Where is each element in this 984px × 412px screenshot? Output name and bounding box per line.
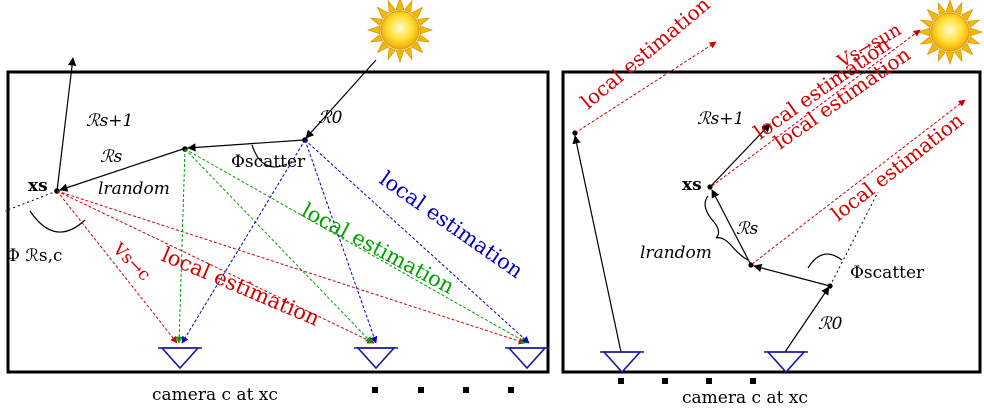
ellipsis-dot	[372, 387, 378, 393]
phi-scatter-arc	[251, 144, 288, 168]
left-panel: ℛs+1 ℛ0 ℛs Φscatter xs lrandom Φ ℛs,c Vs…	[4, 0, 550, 405]
ellipsis-dot	[463, 387, 469, 393]
direction-continuation	[4, 190, 58, 212]
phi-scatter-arc	[807, 253, 843, 269]
ray-l-random	[59, 148, 184, 192]
label-local-estimation-red: local estimation	[158, 243, 323, 331]
camera-icon	[353, 347, 399, 369]
label-l-random: lrandom	[640, 243, 712, 263]
ray-rs	[753, 263, 831, 287]
label-rs: ℛs	[736, 219, 759, 239]
ray-l-random	[711, 189, 752, 266]
ray-rs-next	[709, 123, 771, 188]
red-estimation-line-1	[56, 190, 178, 344]
ray-r0	[784, 286, 830, 353]
sun-icon	[367, 0, 433, 63]
ellipsis-dot	[618, 378, 624, 384]
ellipsis-dot	[706, 378, 712, 384]
ellipsis-dot	[662, 378, 668, 384]
green-estimation-line-3	[184, 148, 528, 344]
camera-icon	[157, 347, 203, 369]
label-local-estimation-top: local estimation	[576, 0, 715, 114]
caption-right: camera c at xc	[682, 388, 808, 408]
camera-icon	[504, 347, 550, 369]
label-rs: ℛs	[100, 147, 123, 167]
right-panel: local estimation Vs→sun local estimation…	[561, 0, 983, 408]
phi-rs-c-arc	[29, 210, 86, 233]
ellipsis-dot	[418, 387, 424, 393]
red-estimation-line-top	[574, 41, 717, 134]
red-estimation-line-2	[56, 190, 375, 344]
label-xs: xs	[28, 176, 48, 196]
blue-estimation-line-1	[181, 139, 306, 344]
sun-icon	[917, 0, 983, 65]
ray-rs	[187, 139, 305, 152]
left-panel-frame	[6, 70, 550, 374]
label-l-random: lrandom	[98, 179, 170, 199]
right-panel-frame	[561, 70, 982, 374]
label-phi-scatter: Φscatter	[231, 152, 306, 172]
label-phi-scatter: Φscatter	[850, 263, 925, 283]
blue-estimation-line-2	[304, 139, 378, 344]
ray-up-left	[572, 135, 622, 353]
l-random-brace	[704, 195, 749, 261]
red-estimation-line-3	[56, 190, 526, 345]
label-r0: ℛ0	[818, 314, 843, 334]
camera-icon	[763, 351, 809, 373]
ray-r0	[305, 59, 377, 139]
caption-left: camera c at xc	[152, 385, 278, 405]
label-local-estimation-3: local estimation	[826, 108, 968, 226]
green-estimation-line-1	[175, 148, 186, 344]
ellipsis-dot	[508, 387, 514, 393]
ellipsis-dot	[750, 378, 756, 384]
red-estimation-line-1	[711, 29, 921, 187]
label-v-s-c: Vs→c	[108, 239, 155, 286]
blue-estimation-line-3	[304, 139, 530, 344]
ray-rs-next	[56, 57, 77, 192]
label-r0: ℛ0	[318, 108, 343, 128]
label-rs-next: ℛs+1	[86, 111, 133, 131]
camera-icon	[599, 351, 645, 373]
label-phi-rs-c: Φ ℛs,c	[6, 246, 63, 266]
label-xs: xs	[682, 175, 702, 195]
label-rs-next: ℛs+1	[697, 109, 744, 129]
